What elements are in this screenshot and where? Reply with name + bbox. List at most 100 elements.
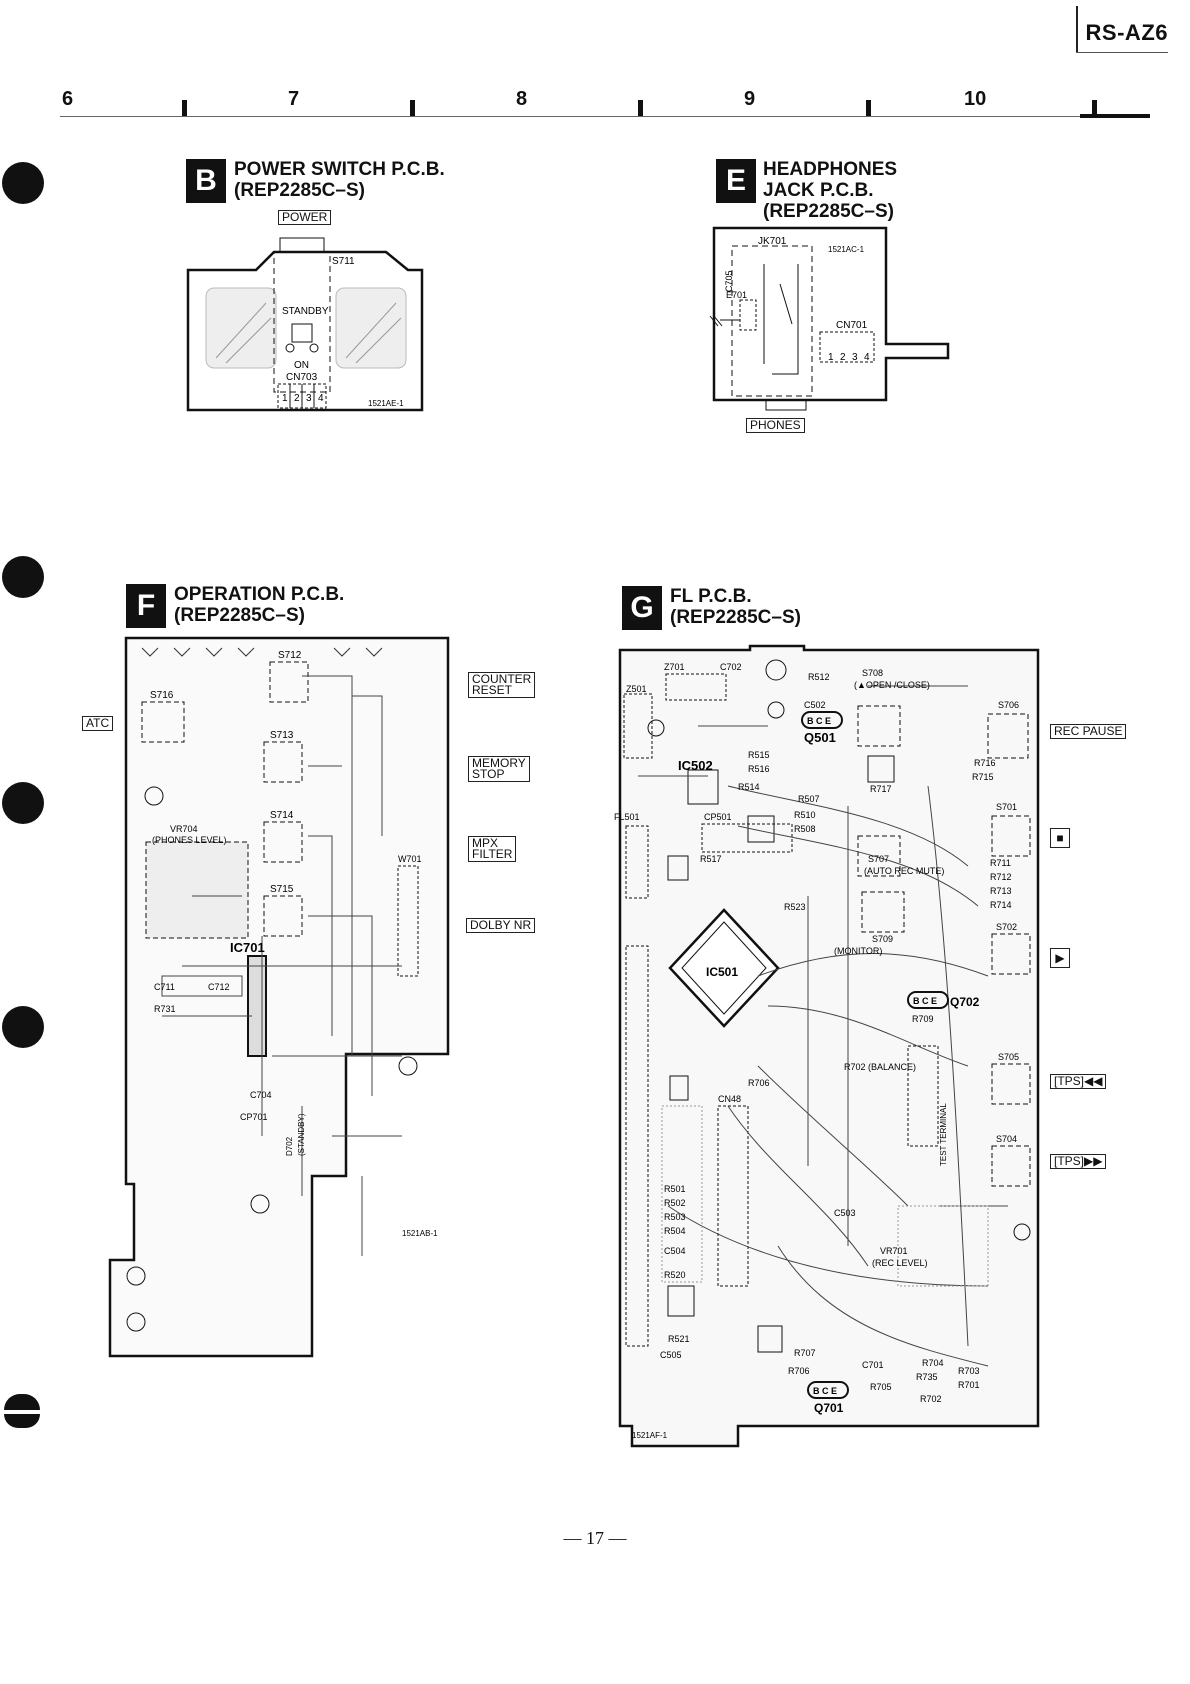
svg-text:S716: S716 [150, 690, 174, 701]
svg-text:R735: R735 [916, 1372, 938, 1382]
svg-text:R510: R510 [794, 810, 816, 820]
svg-text:C702: C702 [720, 662, 742, 672]
svg-text:B C E: B C E [807, 716, 831, 726]
svg-text:CP501: CP501 [704, 812, 732, 822]
svg-text:1521AF-1: 1521AF-1 [632, 1431, 668, 1440]
svg-text:R714: R714 [990, 900, 1012, 910]
power-label: POWER [278, 210, 332, 225]
svg-text:C705: C705 [724, 270, 734, 292]
svg-text:(MONITOR): (MONITOR) [834, 946, 882, 956]
svg-text:R706: R706 [748, 1078, 770, 1088]
column-9: 9 [744, 88, 756, 110]
svg-text:R515: R515 [748, 750, 770, 760]
svg-text:VR704: VR704 [170, 824, 198, 834]
svg-text:S706: S706 [998, 700, 1019, 710]
header-rule [1076, 52, 1168, 53]
svg-text:3: 3 [852, 352, 858, 363]
svg-text:S701: S701 [996, 802, 1017, 812]
svg-text:R501: R501 [664, 1184, 686, 1194]
svg-text:D702: D702 [285, 1136, 294, 1156]
svg-text:Q501: Q501 [804, 730, 836, 745]
section-b-badge: B [186, 159, 226, 203]
power-switch-pcb-drawing: S711 STANDBY ON CN703 1 2 3 4 1521AE-1 [186, 237, 424, 412]
svg-text:R523: R523 [784, 902, 806, 912]
headphones-jack-pcb-drawing: JK701 1521AC-1 C705 E701 CN701 1 2 3 4 [709, 226, 950, 411]
phones-label: PHONES [746, 418, 805, 433]
svg-text:B C E: B C E [913, 996, 937, 1006]
svg-text:1521AB-1: 1521AB-1 [402, 1229, 438, 1238]
svg-text:R520: R520 [664, 1270, 686, 1280]
svg-text:R717: R717 [870, 784, 892, 794]
svg-text:R521: R521 [668, 1334, 690, 1344]
tps-rewind-label: [TPS]◀◀ [1050, 1074, 1107, 1089]
svg-text:Z701: Z701 [664, 662, 685, 672]
svg-text:B C E: B C E [813, 1386, 837, 1396]
svg-text:R711: R711 [990, 858, 1011, 868]
section-b-title: POWER SWITCH P.C.B. (REP2285C–S) [234, 159, 445, 201]
svg-text:S712: S712 [278, 650, 302, 661]
svg-text:W701: W701 [398, 854, 422, 864]
svg-text:S704: S704 [996, 1134, 1017, 1144]
binder-hole [2, 162, 44, 204]
label-jk701: JK701 [758, 236, 787, 247]
svg-text:S708: S708 [862, 668, 883, 678]
svg-text:R715: R715 [972, 772, 994, 782]
dolby-nr-label: DOLBY NR [466, 918, 536, 933]
header-divider [1076, 6, 1078, 52]
svg-text:S702: S702 [996, 922, 1017, 932]
column-ruler: 6 7 8 9 10 [60, 88, 1150, 118]
stop-icon: ■ [1050, 828, 1070, 848]
svg-text:C502: C502 [804, 700, 826, 710]
svg-text:R713: R713 [990, 886, 1012, 896]
svg-text:S713: S713 [270, 730, 294, 741]
section-g-title: FL P.C.B. (REP2285C–S) [670, 586, 801, 628]
svg-text:S705: S705 [998, 1052, 1019, 1062]
fl-pcb-drawing: Z701 C702 R512 S708 (▲OPEN /CLOSE) S706 … [614, 644, 1040, 1448]
memory-stop-label: MEMORY STOP [468, 756, 530, 782]
svg-text:(▲OPEN /CLOSE): (▲OPEN /CLOSE) [854, 680, 930, 690]
svg-text:R731: R731 [154, 1004, 176, 1014]
mpx-filter-label: MPX FILTER [468, 836, 517, 862]
operation-pcb-drawing: S712 S716 S713 S714 S715 VR704 (PHONES L… [108, 636, 450, 1358]
label-standby: STANDBY [282, 306, 329, 317]
svg-text:R512: R512 [808, 672, 830, 682]
svg-text:TEST TERMINAL: TEST TERMINAL [939, 1103, 948, 1166]
svg-text:(AUTO REC MUTE): (AUTO REC MUTE) [864, 866, 944, 876]
svg-text:R504: R504 [664, 1226, 686, 1236]
svg-text:3: 3 [306, 393, 312, 404]
svg-text:R704: R704 [922, 1358, 944, 1368]
board-code: 1521AC-1 [828, 245, 865, 254]
column-6: 6 [62, 88, 74, 110]
binder-hole-half [4, 1414, 40, 1428]
svg-text:C711: C711 [154, 982, 175, 992]
column-8: 8 [516, 88, 528, 110]
svg-text:C712: C712 [208, 982, 230, 992]
svg-text:Z501: Z501 [626, 684, 647, 694]
svg-text:C503: C503 [834, 1208, 856, 1218]
svg-text:S715: S715 [270, 884, 294, 895]
svg-text:FL501: FL501 [614, 812, 640, 822]
svg-text:CP701: CP701 [240, 1112, 268, 1122]
svg-text:R502: R502 [664, 1198, 686, 1208]
svg-text:CN48: CN48 [718, 1094, 741, 1104]
svg-text:R703: R703 [958, 1366, 980, 1376]
binder-hole [2, 782, 44, 824]
svg-text:4: 4 [864, 352, 870, 363]
label-s711: S711 [332, 256, 355, 267]
binder-hole-half [4, 1394, 40, 1410]
svg-text:(REC LEVEL): (REC LEVEL) [872, 1258, 928, 1268]
rec-pause-label: REC PAUSE [1050, 724, 1127, 739]
column-10: 10 [964, 88, 987, 110]
svg-text:S707: S707 [868, 854, 889, 864]
atc-label: ATC [82, 716, 114, 731]
svg-text:(PHONES LEVEL): (PHONES LEVEL) [152, 835, 227, 845]
svg-text:E701: E701 [726, 290, 747, 300]
tps-fast-forward-label: [TPS]▶▶ [1050, 1154, 1107, 1169]
section-e-badge: E [716, 159, 756, 203]
binder-hole [2, 1006, 44, 1048]
svg-text:R712: R712 [990, 872, 1012, 882]
column-7: 7 [288, 88, 300, 110]
svg-text:C504: C504 [664, 1246, 686, 1256]
svg-text:R517: R517 [700, 854, 722, 864]
svg-text:IC701: IC701 [230, 940, 265, 955]
